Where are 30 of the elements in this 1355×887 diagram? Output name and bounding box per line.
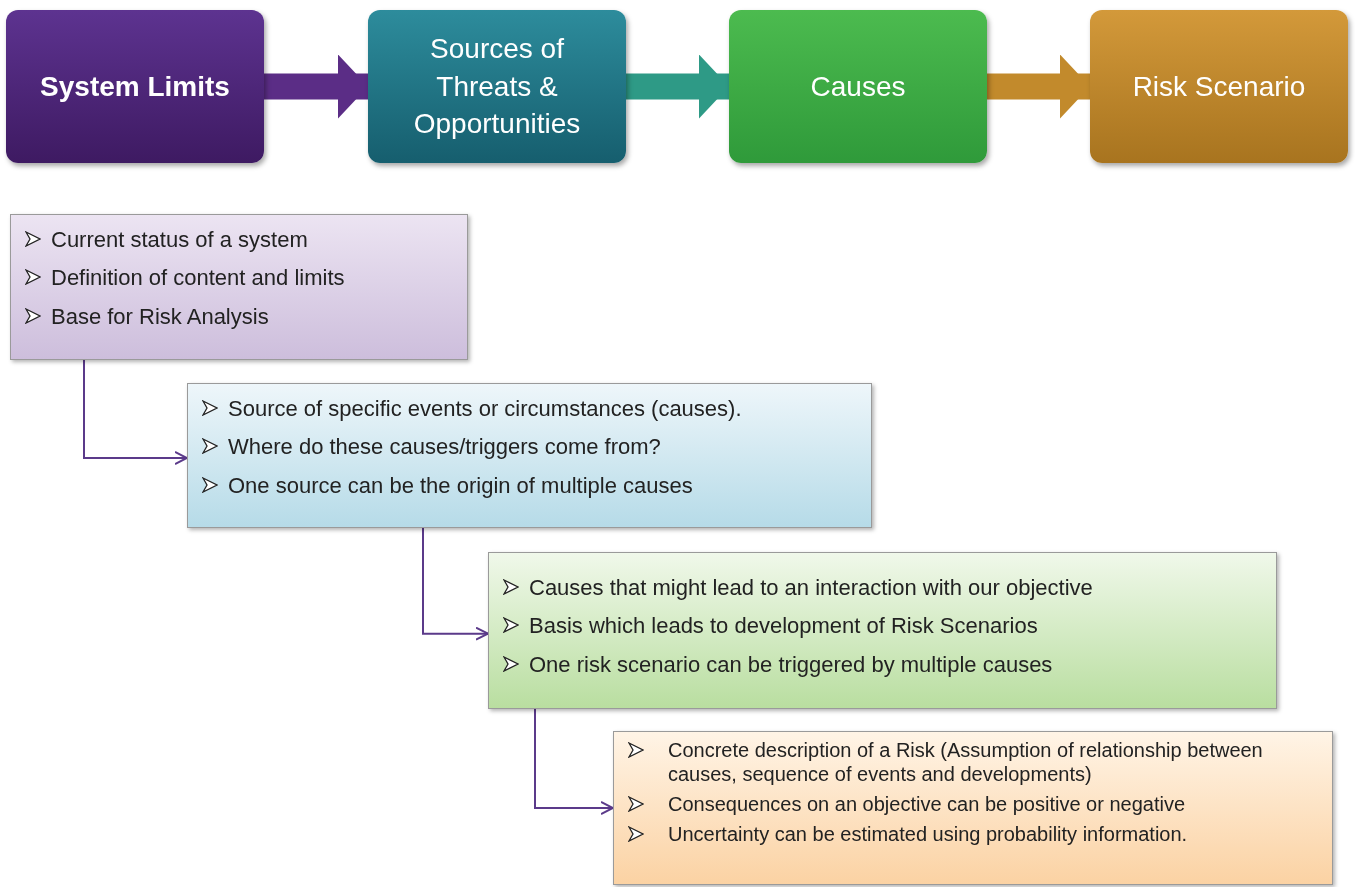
process-box [1090,10,1348,163]
bullet-text: One source can be the origin of multiple causes [228,472,693,500]
elbow-arrow [83,359,188,465]
bullet-text: Where do these causes/triggers come from? [228,434,661,461]
bullet-list-box [488,552,1277,709]
bullet-list-box [613,731,1333,885]
step-title: System Limits [40,69,230,104]
block-arrow [987,54,1090,119]
bullet-text: Uncertainty can be estimated using probability information. [668,822,1188,846]
block-arrow [626,54,729,119]
bullet-text: Basis which leads to development of Risk Scenarios [529,613,1038,640]
step-title: Sources of Threats & Opportunities [412,31,582,142]
elbow-arrow [534,708,614,815]
bullet-text: One risk scenario can be triggered by multiple causes [529,651,1053,679]
step-title: Causes [810,69,906,104]
process-box [6,10,264,163]
bullet-list-box [10,214,468,360]
process-box [368,10,626,163]
bullet-list-box [187,383,872,528]
bullet-text: Concrete description of a Risk (Assumption of relationship between causes, sequence of events and developments) [668,738,1264,786]
bullet-text: Consequences on an objective can be positive or negative [668,792,1185,816]
bullet-text: Causes that might lead to an interaction with our objective [529,575,1093,602]
elbow-arrow [422,527,489,641]
bullet-text: Base for Risk Analysis [51,303,269,331]
bullet-text: Current status of a system [51,227,308,254]
block-arrow [264,54,368,119]
bullet-text: Definition of content and limits [51,265,345,292]
bullet-text: Source of specific events or circumstances (causes). [228,396,742,423]
process-box [729,10,987,163]
step-title: Risk Scenario [1132,69,1306,104]
